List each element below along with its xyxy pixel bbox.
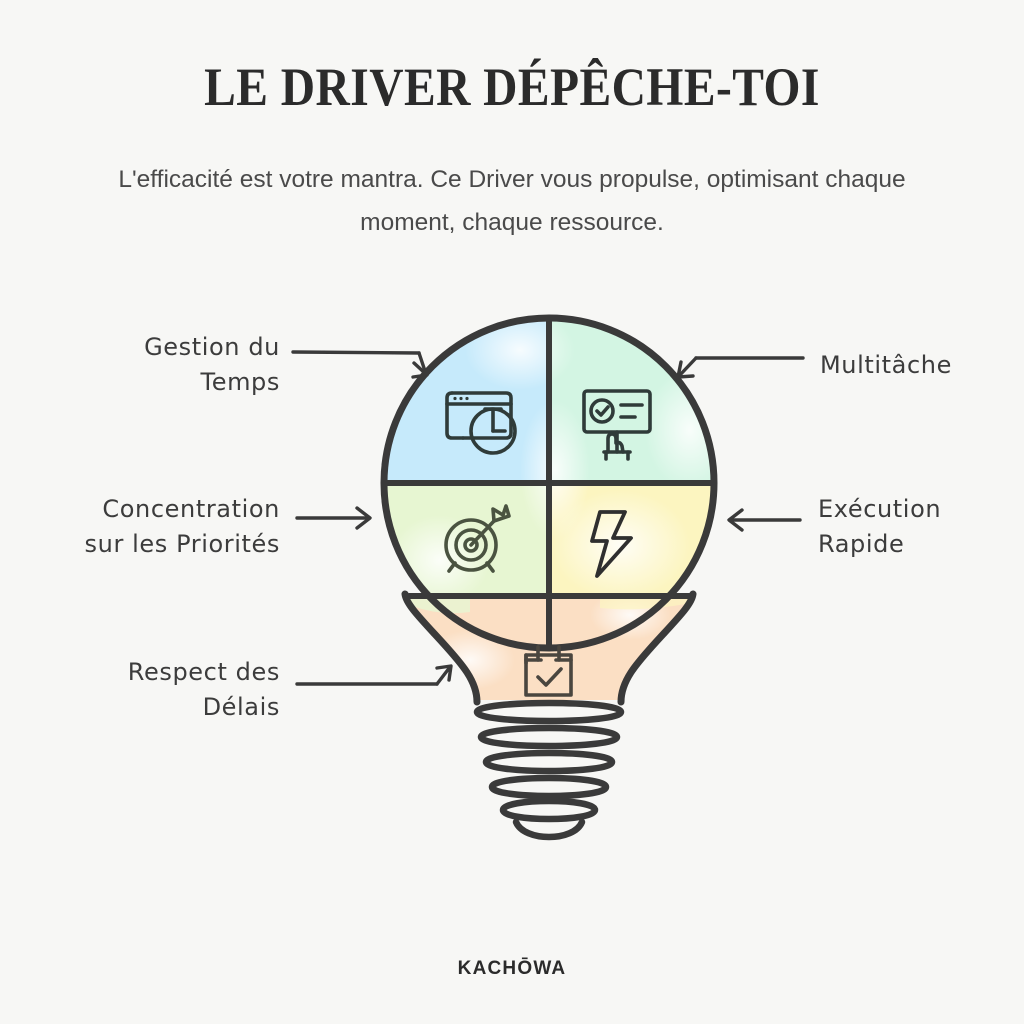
calendar-check-icon: [524, 645, 573, 697]
page-title: LE DRIVER DÉPÊCHE-TOI: [204, 57, 820, 117]
page-subtitle: L'efficacité est votre mantra. Ce Driver…: [118, 166, 906, 236]
arrow-execution: [727, 508, 802, 532]
bulb-neck-left-outline: [401, 590, 481, 706]
watercolor-blob: [645, 370, 714, 490]
browser-clock-icon: [445, 391, 517, 455]
target-dart-icon: [444, 504, 511, 573]
label-concentration-sur-les-priorites: Concentration sur les Priorités: [84, 495, 280, 558]
label-execution-rapide: Exécution Rapide: [818, 495, 942, 558]
bulb-neck-right-outline: [617, 590, 697, 706]
label-gestion-du-temps: Gestion du Temps: [144, 333, 280, 396]
arrow-multitache: [676, 356, 805, 379]
presentation-board-check-icon: [582, 389, 652, 461]
arrow-gestion-du-temps: [291, 350, 429, 379]
label-multitache: Multitâche: [820, 351, 952, 379]
arrow-respect-des-delais: [295, 664, 453, 686]
label-respect-des-delais: Respect des Délais: [127, 658, 280, 721]
bulb-globe-quadrants: [384, 318, 714, 648]
watercolor-blob: [520, 400, 590, 540]
bulb-screw-base: [473, 699, 625, 841]
brand-logo: KACHŌWA: [457, 958, 567, 979]
lightning-bolt-icon: [590, 510, 633, 578]
arrow-concentration: [295, 506, 372, 530]
watercolor-blob: [550, 490, 690, 600]
